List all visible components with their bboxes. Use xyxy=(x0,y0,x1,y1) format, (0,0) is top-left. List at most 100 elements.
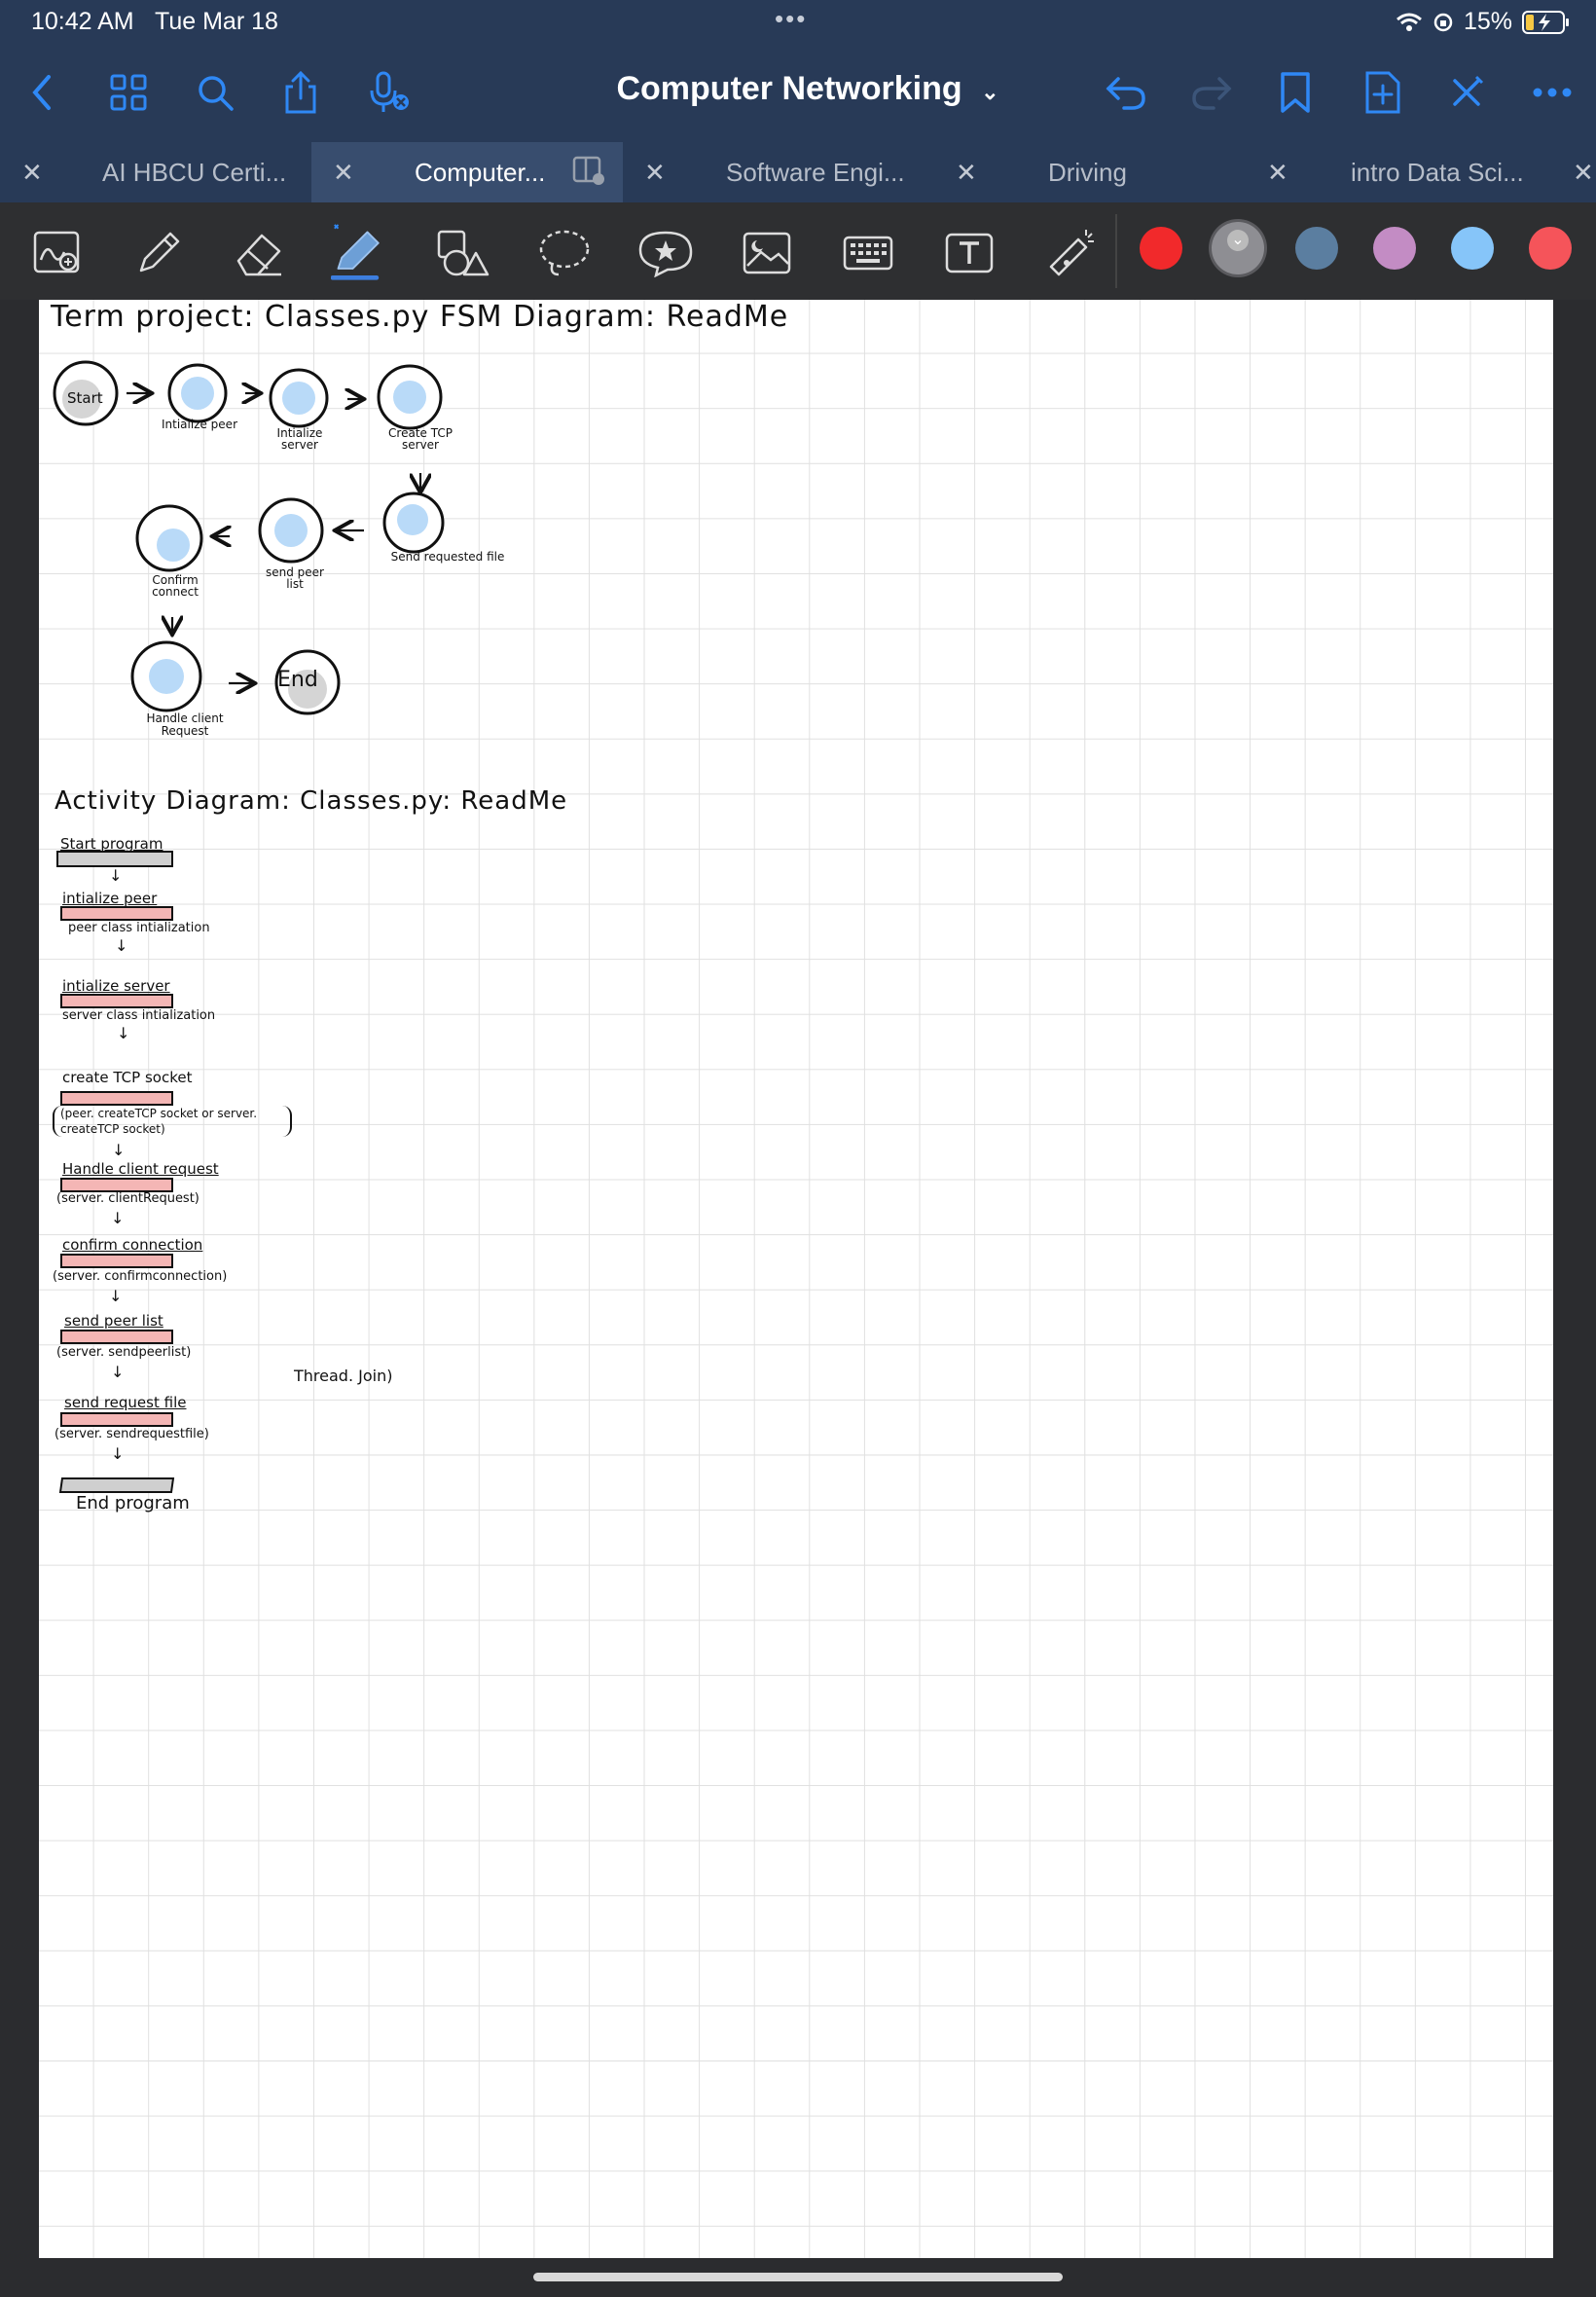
add-page-icon[interactable] xyxy=(1359,68,1407,117)
tab-close-icon[interactable]: ✕ xyxy=(644,158,666,187)
tab-intro-data-science[interactable]: ✕ intro Data Sci... ✕ xyxy=(1246,142,1596,202)
activity-step-bar xyxy=(60,906,173,921)
activity-arrow: ↓ xyxy=(111,1444,125,1463)
grid-view-icon[interactable] xyxy=(104,68,153,117)
split-view-icon[interactable] xyxy=(572,156,605,185)
close-tools-icon[interactable] xyxy=(1442,68,1491,117)
fsm-end-node xyxy=(274,649,341,715)
tab-close-icon[interactable]: ✕ xyxy=(1573,158,1594,187)
orientation-lock-icon xyxy=(1433,13,1453,31)
activity-arrow: ↓ xyxy=(109,1287,123,1305)
fsm-label-send-peer-list: send peer list xyxy=(266,565,324,591)
battery-charging-icon xyxy=(1522,10,1569,34)
highlighter-tool-icon[interactable] xyxy=(331,224,389,282)
activity-step-sub: peer class intialization xyxy=(68,921,210,935)
status-right: 15% xyxy=(1396,8,1571,36)
activity-step-label: send request file xyxy=(64,1394,187,1411)
tab-driving[interactable]: ✕ Driving xyxy=(934,142,1246,202)
laser-pointer-icon[interactable] xyxy=(1041,224,1100,282)
document-title-text: Computer Networking xyxy=(616,70,962,107)
activity-step-bar xyxy=(60,1412,173,1427)
home-indicator[interactable] xyxy=(533,2273,1063,2281)
keyboard-tool-icon[interactable] xyxy=(839,224,897,282)
fsm-arrows xyxy=(127,393,420,683)
color-swatch-coral[interactable] xyxy=(1529,227,1572,270)
tab-software-engineering[interactable]: ✕ Software Engi... xyxy=(623,142,934,202)
pen-tool-icon[interactable] xyxy=(129,224,188,282)
activity-arrow: ↓ xyxy=(111,1209,125,1227)
color-swatch-slate-blue[interactable] xyxy=(1295,227,1338,270)
search-icon[interactable] xyxy=(191,68,239,117)
activity-start-bar xyxy=(56,851,173,867)
fsm-node-init-peer xyxy=(167,363,228,423)
multitasking-dots-icon[interactable]: ••• xyxy=(775,4,808,33)
activity-end-bar xyxy=(58,1477,175,1493)
fsm-node-send-peer-list xyxy=(258,497,324,564)
wifi-icon xyxy=(1396,13,1422,31)
chevron-down-icon: ⌄ xyxy=(981,80,999,104)
fsm-node-init-server xyxy=(269,368,329,428)
activity-arrow: ↓ xyxy=(115,936,128,955)
activity-arrow: ↓ xyxy=(112,1141,126,1159)
activity-arrow: ↓ xyxy=(111,1363,125,1381)
tab-close-icon[interactable]: ✕ xyxy=(21,158,43,187)
activity-step-label: send peer list xyxy=(64,1312,163,1330)
color-swatch-light-blue[interactable] xyxy=(1451,227,1494,270)
tab-label: AI HBCU Certi... xyxy=(102,158,287,187)
status-bar: 10:42 AM Tue Mar 18 ••• 15% xyxy=(0,0,1596,47)
more-options-icon[interactable] xyxy=(1528,68,1577,117)
lasso-tool-icon[interactable] xyxy=(535,224,594,282)
fsm-label-send-file: Send requested file xyxy=(390,550,505,564)
activity-step-label: Start program xyxy=(60,835,163,853)
tab-close-icon[interactable]: ✕ xyxy=(956,158,977,187)
redo-icon[interactable] xyxy=(1187,68,1236,117)
status-time: 10:42 AM xyxy=(31,8,134,35)
activity-arrow: ↓ xyxy=(117,1024,130,1042)
tab-close-icon[interactable]: ✕ xyxy=(333,158,354,187)
fsm-label-confirm: Confirm connect xyxy=(152,573,199,599)
color-swatch-gray-selected[interactable]: ⌄ xyxy=(1212,222,1264,274)
color-swatch-lilac[interactable] xyxy=(1373,227,1416,270)
fsm-node-confirm xyxy=(135,504,203,572)
drawing-toolbar xyxy=(0,202,1596,300)
tab-computer-networking[interactable]: ✕ Computer... xyxy=(311,142,623,202)
tab-close-icon[interactable]: ✕ xyxy=(1267,158,1288,187)
activity-step-bar xyxy=(60,1178,173,1192)
document-title[interactable]: Computer Networking ⌄ xyxy=(603,70,1012,108)
activity-step-label: End program xyxy=(76,1493,190,1513)
bookmark-icon[interactable] xyxy=(1271,68,1320,117)
text-tool-icon[interactable] xyxy=(940,224,998,282)
activity-step-bar xyxy=(60,1330,173,1344)
chevron-down-icon: ⌄ xyxy=(1227,230,1249,251)
activity-step-sub: (server. confirmconnection) xyxy=(53,1269,228,1284)
back-icon[interactable] xyxy=(18,68,66,117)
tab-label: intro Data Sci... xyxy=(1351,158,1524,187)
note-page-canvas[interactable]: Term project: Classes.py FSM Diagram: Re… xyxy=(39,300,1553,2258)
zoom-window-icon[interactable] xyxy=(29,224,88,282)
undo-icon[interactable] xyxy=(1102,68,1150,117)
fsm-node-send-file xyxy=(382,492,445,554)
tab-ai-hbcu[interactable]: ✕ AI HBCU Certi... xyxy=(0,142,311,202)
shapes-tool-icon[interactable] xyxy=(433,224,491,282)
activity-step-sub: server class intialization xyxy=(62,1008,216,1023)
color-swatch-red[interactable] xyxy=(1140,227,1182,270)
microphone-off-icon[interactable] xyxy=(364,68,413,117)
eraser-tool-icon[interactable] xyxy=(231,224,289,282)
fsm-label-handle-client: Handle client Request xyxy=(146,711,224,738)
fsm-label-init-peer: Intialize peer xyxy=(161,418,238,431)
fsm-node-handle-client xyxy=(130,640,202,712)
share-icon[interactable] xyxy=(276,68,325,117)
activity-step-label: Handle client request xyxy=(62,1160,219,1178)
activity-step-sub: (server. clientRequest) xyxy=(56,1191,200,1206)
activity-step-bar xyxy=(60,994,173,1008)
activity-diagram-title: Activity Diagram: Classes.py: ReadMe xyxy=(54,786,568,816)
fsm-start-node xyxy=(53,360,119,426)
document-tabs: ✕ AI HBCU Certi... ✕ Computer... ✕ Softw… xyxy=(0,142,1596,202)
page-header-text: Term project: Classes.py FSM Diagram: Re… xyxy=(51,300,789,334)
fsm-label-init-server: Intialize server xyxy=(276,426,323,452)
image-tool-icon[interactable] xyxy=(738,224,796,282)
activity-step-bar xyxy=(60,1254,173,1268)
sticker-tool-icon[interactable] xyxy=(636,224,695,282)
tab-label: Software Engi... xyxy=(726,158,905,187)
battery-percent: 15% xyxy=(1463,8,1512,35)
